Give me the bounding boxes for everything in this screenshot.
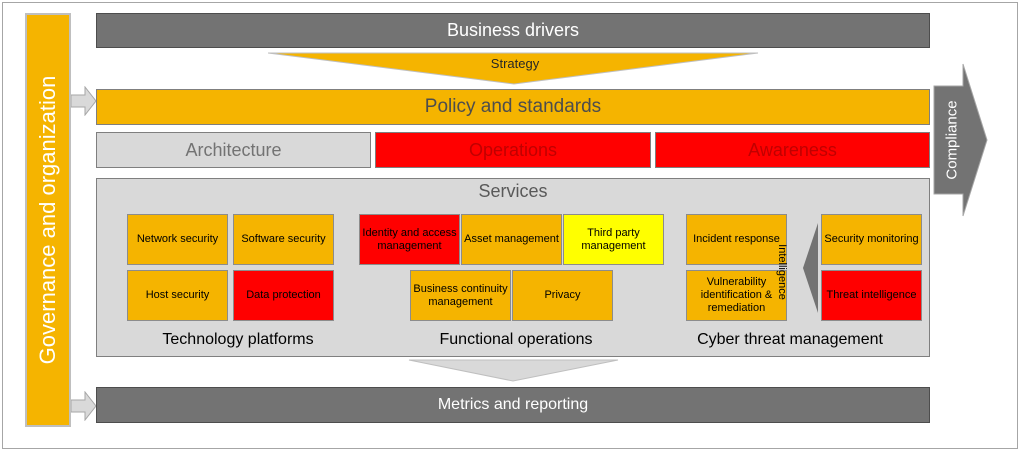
awareness-pillar: Awareness — [655, 132, 930, 168]
incident-response-box: Incident response — [686, 214, 787, 265]
strategy-funnel — [268, 52, 759, 85]
architecture-pillar: Architecture — [96, 132, 371, 168]
threat-intelligence-box: Threat intelligence — [821, 270, 922, 321]
software-security-box: Software security — [233, 214, 334, 265]
business-drivers-label: Business drivers — [446, 20, 580, 40]
functional-operations-label: Functional operations — [439, 331, 593, 348]
compliance-arrow — [933, 63, 988, 217]
architecture-label: Architecture — [185, 139, 282, 160]
policy-bar: Policy and standards — [96, 89, 930, 125]
governance-bar: Governance and organization — [25, 13, 71, 427]
vulnerability-identification-box: Vulnerability identification & remediati… — [686, 270, 787, 321]
services-title: Services — [478, 180, 548, 201]
security-monitoring-box: Security monitoring — [821, 214, 922, 265]
services-panel — [96, 178, 930, 357]
governance-label: Governance and organization — [35, 75, 60, 365]
host-security-box: Host security — [127, 270, 228, 321]
operations-label: Operations — [468, 139, 558, 160]
operations-pillar: Operations — [375, 132, 651, 168]
compliance-label: Compliance — [943, 100, 961, 180]
business-continuity-management-box: Business continuity management — [410, 270, 511, 321]
identity-access-management-box: Identity and access management — [359, 214, 460, 265]
network-security-box: Network security — [127, 214, 228, 265]
privacy-box: Privacy — [512, 270, 613, 321]
business-drivers-bar: Business drivers — [96, 13, 930, 48]
metrics-bar: Metrics and reporting — [96, 387, 930, 423]
metrics-label: Metrics and reporting — [437, 396, 589, 413]
diagram-frame — [2, 2, 1018, 449]
metrics-funnel — [408, 359, 619, 382]
strategy-label: Strategy — [490, 55, 540, 71]
intelligence-arrow — [803, 223, 818, 313]
cyber-threat-management-label: Cyber threat management — [697, 331, 883, 348]
policy-label: Policy and standards — [424, 96, 602, 117]
intelligence-label: Intelligence — [776, 244, 788, 300]
technology-platforms-label: Technology platforms — [162, 331, 314, 348]
third-party-management-box: Third party management — [563, 214, 664, 265]
awareness-label: Awareness — [748, 139, 837, 160]
asset-management-box: Asset management — [461, 214, 562, 265]
governance-to-metrics-arrow — [71, 391, 97, 421]
data-protection-box: Data protection — [233, 270, 334, 321]
governance-to-policy-arrow — [71, 86, 97, 116]
